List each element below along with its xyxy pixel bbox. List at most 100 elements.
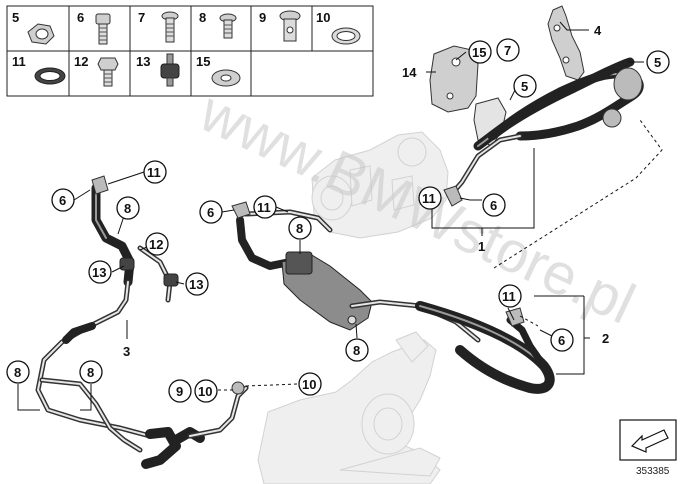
legend-cell-5: 5 — [12, 10, 55, 45]
legend-number: 9 — [259, 10, 266, 25]
svg-text:10: 10 — [302, 377, 316, 392]
legend-number: 15 — [196, 54, 210, 69]
svg-text:8: 8 — [87, 365, 94, 380]
svg-text:11: 11 — [502, 289, 516, 304]
bracket-4 — [547, 5, 585, 81]
legend-number: 8 — [199, 10, 206, 25]
svg-text:9: 9 — [176, 384, 183, 399]
legend-cell-12: 12 — [74, 54, 119, 87]
callout-11: 11 — [143, 160, 167, 184]
callout-10: 10 — [194, 379, 218, 403]
legend-number: 12 — [74, 54, 88, 69]
pipe-assembly-3 — [35, 175, 249, 469]
callout-8: 8 — [288, 216, 312, 240]
svg-text:5: 5 — [521, 79, 528, 94]
svg-text:15: 15 — [472, 45, 486, 60]
callout-8: 8 — [79, 360, 103, 384]
svg-text:13: 13 — [189, 277, 203, 292]
svg-text:5: 5 — [654, 55, 661, 70]
svg-text:3: 3 — [123, 344, 130, 359]
svg-text:6: 6 — [59, 193, 66, 208]
svg-text:6: 6 — [490, 198, 497, 213]
callout-6: 6 — [482, 193, 506, 217]
callout-9: 9 — [168, 379, 192, 403]
callout-8: 8 — [345, 338, 369, 362]
steering-gear-ghost — [257, 331, 441, 484]
legend-number: 10 — [316, 10, 330, 25]
bracket-8 — [281, 251, 373, 331]
callout-5: 5 — [513, 74, 537, 98]
svg-text:14: 14 — [402, 65, 417, 80]
legend-number: 11 — [12, 54, 26, 69]
svg-text:7: 7 — [504, 43, 511, 58]
legend-cell-7: 7 — [138, 10, 179, 43]
orientation-box — [619, 419, 677, 461]
gasket-ring-icon — [331, 27, 361, 45]
callout-10: 10 — [298, 372, 322, 396]
legend-cell-10: 10 — [316, 10, 361, 45]
callouts: 4 5 5 14 15 7 11 6 1 — [6, 23, 670, 403]
callout-6: 6 — [51, 188, 75, 212]
svg-text:11: 11 — [422, 191, 436, 206]
callout-2: 2 — [602, 331, 609, 346]
callout-8: 8 — [6, 360, 30, 384]
hex-bolt-icon — [97, 57, 119, 87]
callout-4: 4 — [594, 23, 602, 38]
svg-text:6: 6 — [558, 333, 565, 348]
hose-assembly-1 — [443, 57, 644, 207]
collar-nut-icon — [27, 23, 55, 45]
legend-cell-8: 8 — [199, 10, 237, 39]
legend-number: 6 — [77, 10, 84, 25]
bracket-14 — [429, 45, 479, 113]
callout-15: 15 — [468, 40, 492, 64]
callout-1: 1 — [478, 239, 485, 254]
svg-text:8: 8 — [296, 221, 303, 236]
legend-cell-9: 9 — [259, 10, 301, 42]
doc-number: 353385 — [636, 466, 670, 477]
callout-6: 6 — [550, 328, 574, 352]
legend-cell-15: 15 — [196, 54, 241, 87]
legend-box: 5 6 7 8 — [6, 5, 374, 97]
pipe-pump — [231, 201, 333, 270]
callout-7: 7 — [496, 38, 520, 62]
svg-text:11: 11 — [257, 200, 271, 215]
callout-13: 13 — [88, 260, 112, 284]
svg-text:8: 8 — [124, 201, 131, 216]
legend-number: 7 — [138, 10, 145, 25]
svg-text:13: 13 — [92, 265, 106, 280]
callout-11: 11 — [418, 186, 442, 210]
svg-text:12: 12 — [149, 237, 163, 252]
svg-text:8: 8 — [14, 365, 21, 380]
svg-text:2: 2 — [602, 331, 609, 346]
svg-text:11: 11 — [147, 165, 161, 180]
callout-13: 13 — [185, 272, 209, 296]
leader-lines — [17, 21, 644, 411]
screw-icon — [161, 11, 179, 43]
svg-text:4: 4 — [594, 23, 602, 38]
callout-6: 6 — [199, 200, 223, 224]
legend-cell-13: 13 — [136, 53, 180, 87]
svg-text:10: 10 — [198, 384, 212, 399]
svg-text:8: 8 — [353, 343, 360, 358]
hollow-bolt-icon — [279, 10, 301, 42]
screw-icon — [219, 13, 237, 39]
callout-8: 8 — [116, 196, 140, 220]
callout-3: 3 — [123, 344, 130, 359]
pump-ghost — [311, 131, 449, 239]
direction-arrow-icon — [630, 429, 669, 453]
hex-bolt-icon — [95, 13, 111, 45]
callout-11: 11 — [498, 284, 522, 308]
o-ring-icon — [34, 67, 66, 85]
callout-12: 12 — [145, 232, 169, 256]
legend-number: 13 — [136, 54, 150, 69]
rubber-mount-icon — [160, 53, 180, 87]
legend-cell-11: 11 — [12, 54, 66, 85]
svg-text:1: 1 — [478, 239, 485, 254]
legend-number: 5 — [12, 10, 19, 25]
callout-5: 5 — [646, 50, 670, 74]
callout-14: 14 — [402, 65, 417, 80]
svg-text:6: 6 — [207, 205, 214, 220]
legend-cell-6: 6 — [77, 10, 111, 45]
callout-11: 11 — [253, 195, 277, 219]
